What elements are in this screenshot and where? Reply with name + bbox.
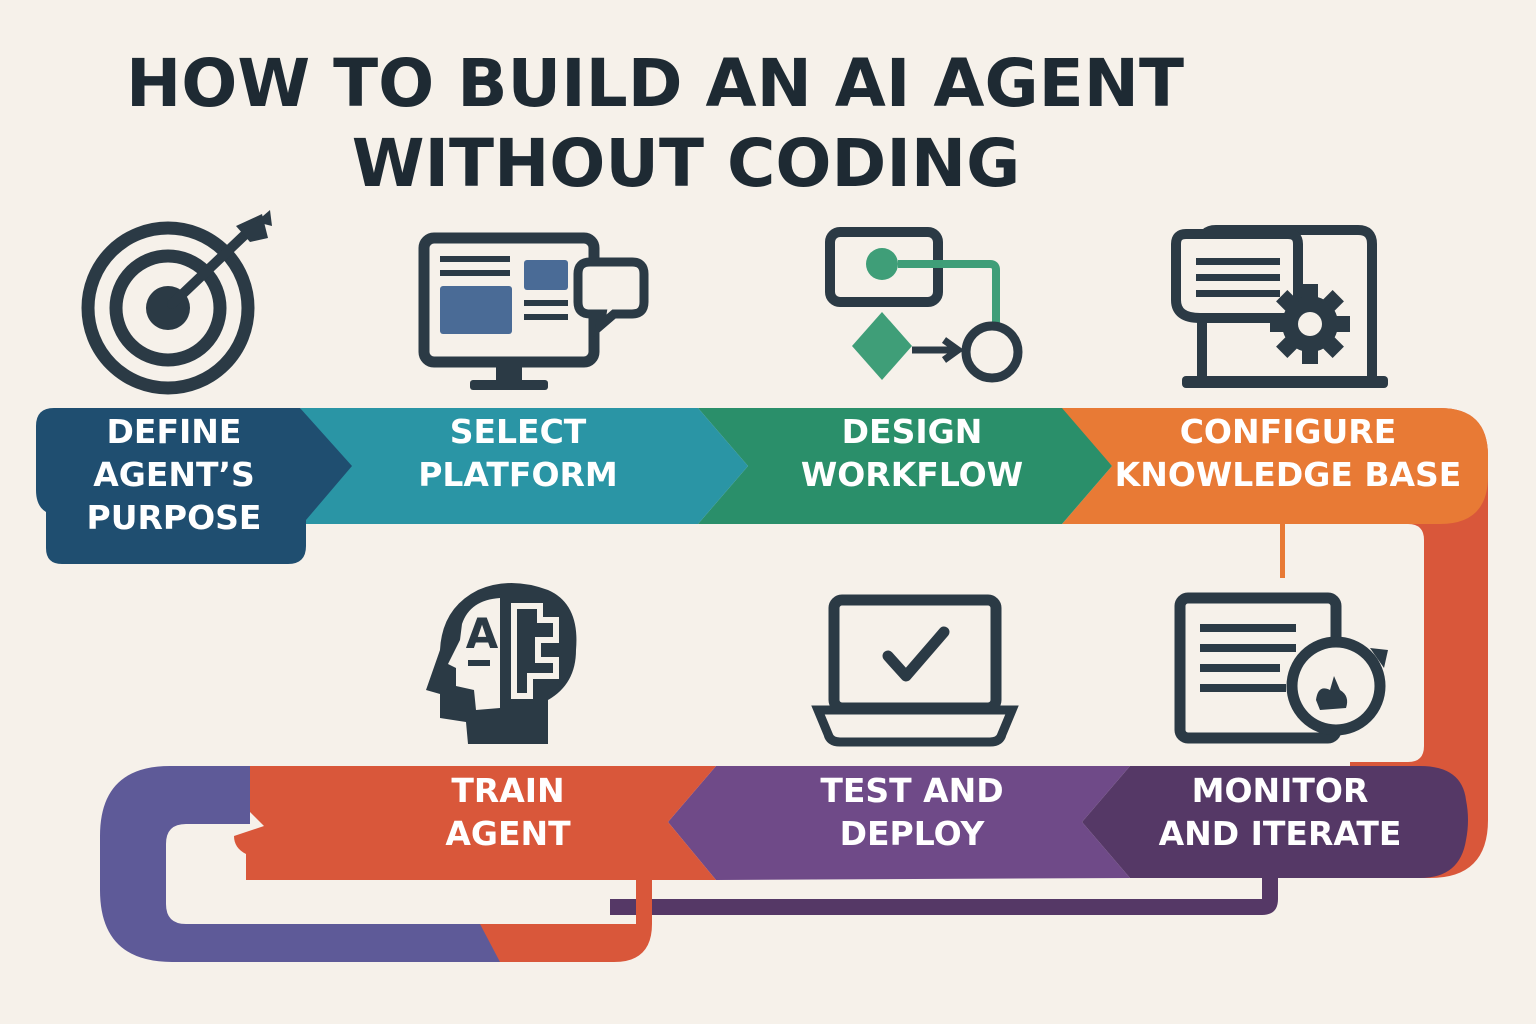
step-label-line: AGENT xyxy=(445,814,571,853)
ai-letter: A xyxy=(466,609,499,658)
configure-tick xyxy=(1280,524,1285,578)
step-label-line: AND ITERATE xyxy=(1159,814,1402,853)
step-label-line: DESIGN xyxy=(842,412,983,451)
page-title: HOW TO BUILD AN AI AGENT WITHOUT CODING xyxy=(126,45,1184,202)
right-loop-connector xyxy=(1350,408,1488,878)
monitor-chat-icon xyxy=(418,232,649,390)
step-label-test: TEST AND DEPLOY xyxy=(820,771,1003,853)
step-label-line: TEST AND xyxy=(820,771,1003,810)
step-band-monitor xyxy=(1082,766,1468,878)
step-band-design xyxy=(698,408,1112,524)
target-icon xyxy=(81,210,272,395)
step-label-define: DEFINE AGENT’S PURPOSE xyxy=(87,412,262,537)
step-label-select: SELECT PLATFORM xyxy=(418,412,618,494)
step-label-line: WORKFLOW xyxy=(801,455,1023,494)
step-band-test xyxy=(668,766,1130,880)
bottom-process-band xyxy=(234,766,1468,880)
step-label-line: KNOWLEDGE BASE xyxy=(1115,455,1462,494)
step-label-train: TRAIN AGENT xyxy=(445,771,571,853)
step-label-line: CONFIGURE xyxy=(1180,412,1397,451)
ai-brain-head-icon: A xyxy=(426,583,577,744)
title-line-1: HOW TO BUILD AN AI AGENT xyxy=(126,45,1184,122)
document-gauge-icon xyxy=(1174,592,1388,744)
left-loop-connector xyxy=(100,766,520,962)
step-labels: DEFINE AGENT’S PURPOSE SELECT PLATFORM DESI… xyxy=(87,412,1462,853)
step-label-line: DEFINE xyxy=(107,412,242,451)
laptop-gear-icon xyxy=(1171,225,1388,388)
step-label-line: AGENT’S xyxy=(93,455,255,494)
step-label-monitor: MONITOR AND ITERATE xyxy=(1159,771,1402,853)
step-label-line: DEPLOY xyxy=(840,814,986,853)
title-line-2: WITHOUT CODING xyxy=(352,125,1021,202)
step-label-configure: CONFIGURE KNOWLEDGE BASE xyxy=(1115,412,1462,494)
step-label-line: MONITOR xyxy=(1192,771,1369,810)
step-label-line: PURPOSE xyxy=(87,498,262,537)
train-bottom-bracket xyxy=(480,880,652,962)
step-band-define xyxy=(36,408,352,564)
step-band-select xyxy=(300,408,748,524)
step-band-configure xyxy=(1058,408,1488,524)
step-label-line: SELECT xyxy=(450,412,587,451)
step-band-train xyxy=(234,766,716,880)
step-label-design: DESIGN WORKFLOW xyxy=(801,412,1023,494)
step-label-line: PLATFORM xyxy=(418,455,618,494)
gear-icon xyxy=(1270,284,1350,364)
top-process-band xyxy=(36,408,1488,564)
bottom-return-line xyxy=(610,878,1278,915)
laptop-check-icon xyxy=(811,594,1019,747)
step-label-line: TRAIN xyxy=(451,771,564,810)
flowchart-icon xyxy=(825,227,1023,383)
connectors xyxy=(100,408,1488,962)
